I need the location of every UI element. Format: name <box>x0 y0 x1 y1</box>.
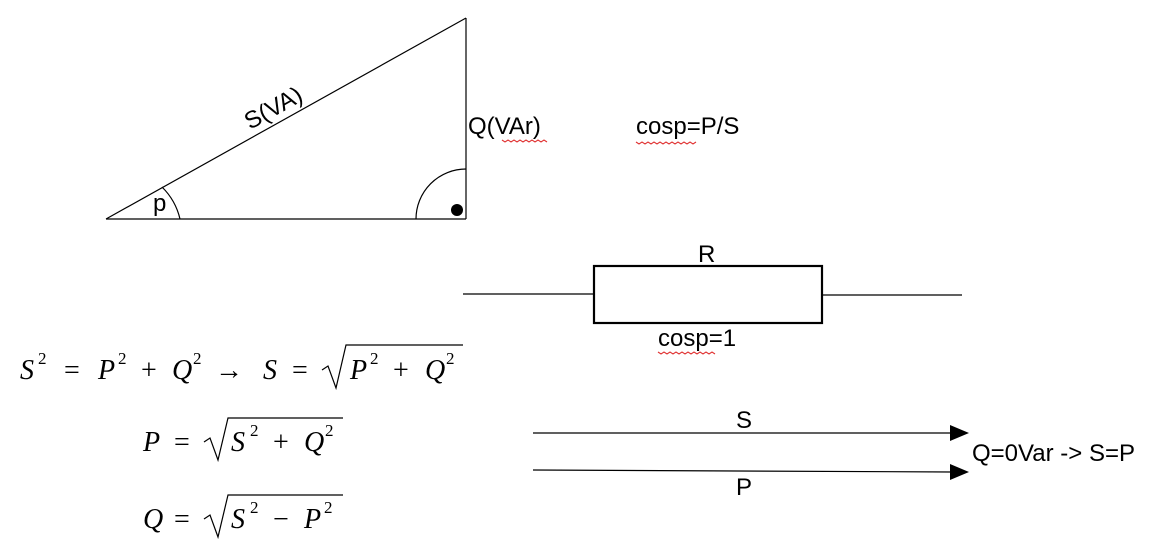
vertical-side-label: Q(VAr) <box>468 113 541 140</box>
arrow-p-head <box>950 464 969 480</box>
power-triangle: S(VA) Q(VAr) p <box>105 17 548 220</box>
eq2-exp: 2 <box>250 421 259 440</box>
eq2-plus: + <box>273 427 289 458</box>
eq3-minus: − <box>273 504 289 535</box>
result-text: Q=0Var -> S=P <box>972 440 1135 467</box>
eq1-equals: = <box>64 355 80 386</box>
eq2-exp: 2 <box>325 421 334 440</box>
hypotenuse-label: S(VA) <box>240 81 308 135</box>
eq1-plus: + <box>141 355 157 386</box>
eq1-rad-p: P <box>349 355 367 386</box>
eq1-exp: 2 <box>118 349 127 368</box>
equation-3: Q = S 2 − P 2 <box>143 494 343 540</box>
triangle-hypotenuse <box>105 17 467 220</box>
eq3-rad-p: P <box>303 504 321 535</box>
angle-label: p <box>153 190 166 217</box>
eq2-lhs: P <box>142 427 160 458</box>
right-angle-arc <box>415 168 467 220</box>
angle-arc <box>161 186 181 220</box>
resistor-symbol: R cosp=1 <box>463 241 962 355</box>
eq1-exp: 2 <box>38 349 47 368</box>
eq3-exp: 2 <box>324 498 333 517</box>
right-angle-dot <box>451 204 463 216</box>
eq3-equals: = <box>174 504 190 535</box>
equation-2: P = S 2 + Q 2 <box>142 417 343 463</box>
eq2-rad-q: Q <box>304 427 324 458</box>
cosine-definition: cosp=P/S <box>636 113 739 140</box>
eq1-exp: 2 <box>193 349 202 368</box>
eq1-equals-2: = <box>292 355 308 386</box>
eq1-s: S <box>263 355 277 386</box>
eq2-rad-s: S <box>231 427 245 458</box>
spellcheck-underline <box>635 141 697 145</box>
eq3-exp: 2 <box>250 498 259 517</box>
eq1-term-q: Q <box>172 355 192 386</box>
eq1-exp: 2 <box>370 349 379 368</box>
eq3-lhs: Q <box>143 504 163 535</box>
arrow-s-label: S <box>736 407 752 434</box>
eq1-rad-plus: + <box>393 355 409 386</box>
eq1-term-p: P <box>97 355 115 386</box>
arrow-p-label: P <box>736 474 752 501</box>
equation-1: S 2 = P 2 + Q 2 → S = P 2 + Q 2 <box>20 344 463 391</box>
spellcheck-underline <box>501 139 548 143</box>
eq1-lhs: S <box>20 355 34 386</box>
resistor-caption: cosp=1 <box>658 325 736 352</box>
eq1-exp: 2 <box>446 349 455 368</box>
eq2-equals: = <box>174 427 190 458</box>
eq3-rad-s: S <box>231 504 245 535</box>
eq1-arrow: → <box>215 355 243 386</box>
arrow-s-head <box>950 425 969 441</box>
resistor-body <box>592 264 824 325</box>
eq2-radical <box>203 417 343 463</box>
spellcheck-underline <box>657 351 716 355</box>
resistor-label: R <box>698 241 715 268</box>
arrow-p-line <box>532 469 953 473</box>
eq1-rad-q: Q <box>425 355 445 386</box>
eq3-radical <box>203 494 343 540</box>
phasor-arrows: S P Q=0Var -> S=P <box>532 407 1135 501</box>
eq1-radical <box>321 344 463 391</box>
